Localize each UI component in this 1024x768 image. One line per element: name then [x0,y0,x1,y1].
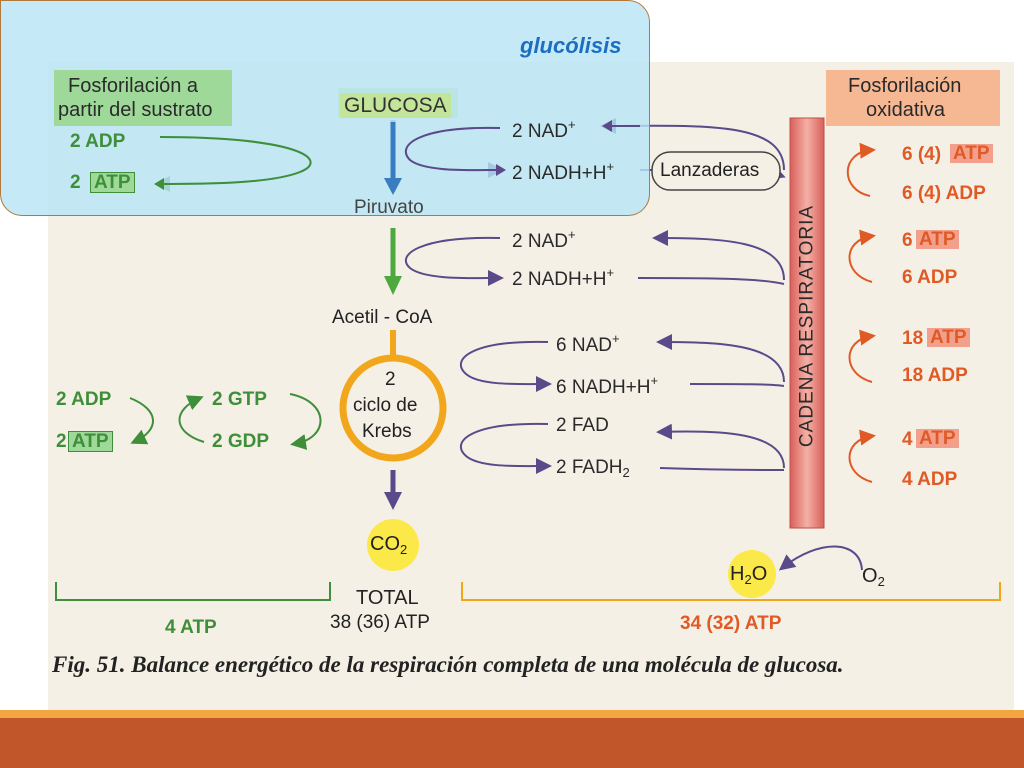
substrate-header-line-2: partir del sustrato [58,99,213,121]
acetyl-coa-label: Acetil - CoA [332,307,433,328]
substrate-total: 4 ATP [165,617,217,638]
glyco-nadh-text: 2 NADH+H [512,163,607,184]
pyruvate-label: Piruvato [354,197,424,218]
ox-row-2-atp: ATP [916,230,959,249]
ox-row-4-atp-count: 4 [902,429,913,450]
krebs-atp-count: 2 [56,431,67,452]
oxidative-total: 34 (32) ATP [680,613,782,634]
co2-bubble [367,519,419,571]
total-label: TOTAL [356,587,419,609]
co2-sub: 2 [400,542,408,557]
total-value: 38 (36) ATP [330,612,430,633]
ox-row-1-atp: ATP [950,144,993,163]
shuttles-box [651,151,781,191]
footer-bar [0,718,1024,768]
glyco-adp: 2 ADP [70,131,126,152]
oxidative-header-line-2: oxidativa [866,99,945,121]
h2o-h: H [730,563,745,585]
h2o-label: H2O [730,564,767,586]
krebs-cycle-ring [339,354,447,462]
krebs-line-2: ciclo de [353,395,418,416]
figure-caption: Fig. 51. Balance energético de la respir… [52,652,844,677]
ox-row-1-adp: 6 (4) ADP [902,183,986,204]
respiratory-chain-column [789,117,825,529]
shuttles-label: Lanzaderas [660,160,760,181]
pyruvate-nadh-text: 2 NADH+H [512,269,607,290]
glucose-label: GLUCOSA [340,93,451,118]
krebs-nad: 6 NAD+ [556,332,620,355]
glyco-nad: 2 NAD+ [512,118,576,141]
krebs-nad-text: 6 NAD [556,335,612,356]
o2-label: O2 [862,566,885,588]
ox-row-4-adp: 4 ADP [902,469,958,490]
h2o-bubble [728,550,776,598]
pyruvate-nad-text: 2 NAD [512,231,568,252]
glycolysis-label: glucólisis [520,33,622,58]
o2-sub: 2 [877,574,885,589]
glyco-nadh-sup: + [606,159,615,174]
krebs-nadh: 6 NADH+H+ [556,374,658,397]
glyco-atp-count: 2 [70,172,81,193]
co2-label: CO2 [370,534,407,556]
ox-row-3-adp: 18 ADP [902,365,968,386]
oxidative-header-line-1: Fosforilación [848,75,962,97]
ox-row-3-atp-count: 18 [902,328,924,349]
o2-text: O [862,565,878,587]
krebs-fad: 2 FAD [556,415,609,436]
pyruvate-nad-sup: + [567,227,576,242]
ox-row-1-atp-count: 6 (4) [902,144,942,165]
krebs-nad-sup: + [611,331,620,346]
glyco-atp: ATP [90,172,135,193]
krebs-line-3: Krebs [362,421,412,442]
footer-accent-bar [0,710,1024,718]
h2o-sub: 2 [744,572,752,587]
krebs-fadh-text: 2 FADH [556,457,623,478]
glyco-nad-sup: + [567,117,576,132]
krebs-atp: ATP [68,431,113,452]
h2o-o: O [751,563,768,585]
krebs-fadh-sub: 2 [622,465,630,480]
ox-row-3-atp: ATP [927,328,970,347]
oxidative-header: Fosforilación oxidativa [826,70,1000,126]
krebs-gdp: 2 GDP [212,431,270,452]
ox-row-2-adp: 6 ADP [902,267,958,288]
ox-row-2-atp-count: 6 [902,230,913,251]
krebs-gtp: 2 GTP [212,389,267,410]
krebs-line-1: 2 [385,369,396,390]
pyruvate-nadh: 2 NADH+H+ [512,266,614,289]
krebs-nadh-text: 6 NADH+H [556,377,651,398]
krebs-adp: 2 ADP [56,389,112,410]
krebs-nadh-sup: + [650,373,659,388]
glyco-nadh: 2 NADH+H+ [512,160,614,183]
co2-text: CO [370,533,400,555]
substrate-header-line-1: Fosforilación a [68,75,199,97]
glyco-nad-text: 2 NAD [512,121,568,142]
pyruvate-nadh-sup: + [606,265,615,280]
substrate-header: Fosforilación a partir del sustrato [54,70,232,126]
ox-row-4-atp: ATP [916,429,959,448]
pyruvate-nad: 2 NAD+ [512,228,576,251]
respiratory-chain-label: CADENA RESPIRATORIA [796,204,818,448]
krebs-fadh: 2 FADH2 [556,458,630,479]
